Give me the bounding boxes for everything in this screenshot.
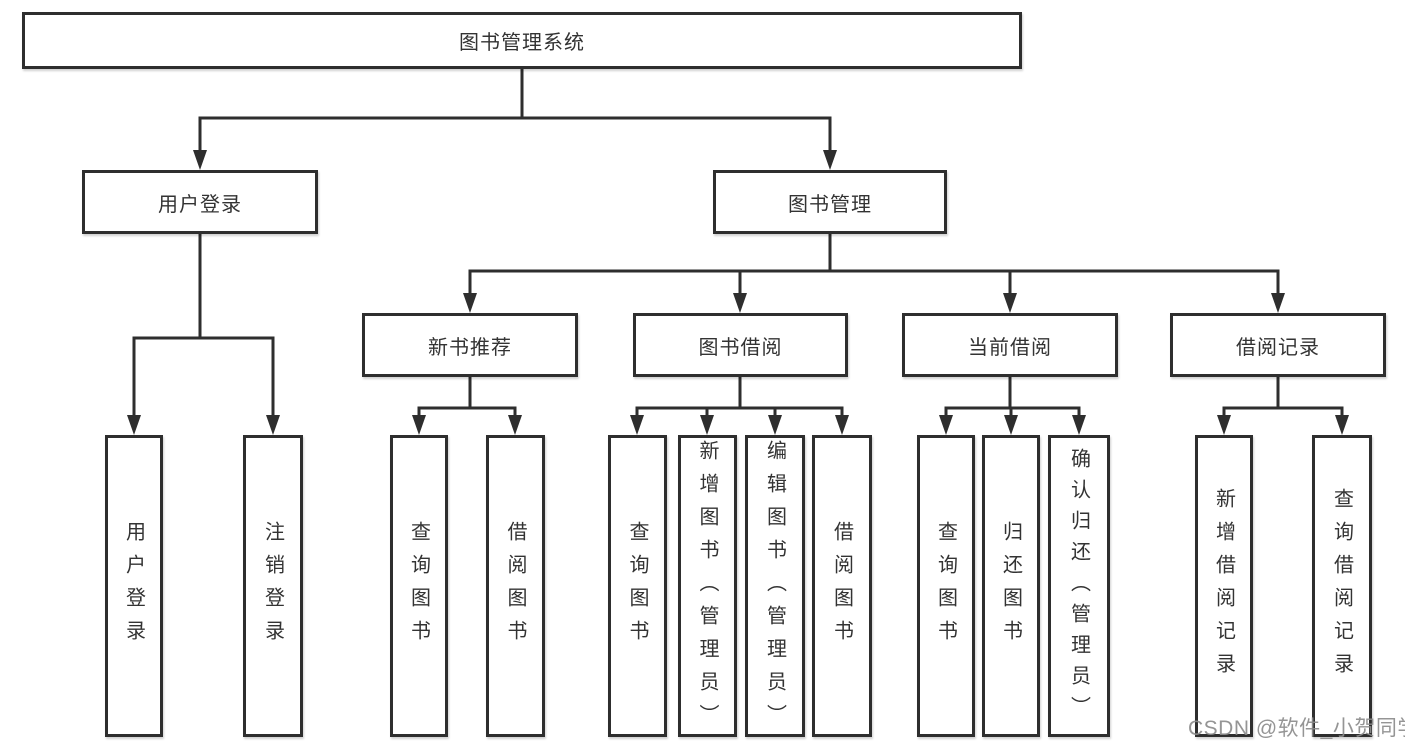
node-book-borrow: 图书借阅 bbox=[633, 313, 848, 377]
leaf-recommend-query-books: 查询图书 bbox=[390, 435, 448, 737]
node-current-borrow: 当前借阅 bbox=[902, 313, 1118, 377]
leaf-confirm-return-admin: 确认归还（管理员） bbox=[1048, 435, 1110, 737]
leaf-query-borrow-record: 查询借阅记录 bbox=[1312, 435, 1372, 737]
node-user-login-branch: 用户登录 bbox=[82, 170, 318, 234]
watermark: CSDN @软件_小贺同学 bbox=[1188, 717, 1405, 740]
node-borrow-records: 借阅记录 bbox=[1170, 313, 1386, 377]
leaf-add-book-admin: 新增图书（管理员） bbox=[678, 435, 737, 737]
leaf-borrow-query-books: 查询图书 bbox=[608, 435, 667, 737]
node-root: 图书管理系统 bbox=[22, 12, 1022, 69]
leaf-recommend-borrow-books: 借阅图书 bbox=[486, 435, 545, 737]
node-book-management-branch: 图书管理 bbox=[713, 170, 947, 234]
leaf-borrow-book: 借阅图书 bbox=[812, 435, 872, 737]
node-new-book-recommend: 新书推荐 bbox=[362, 313, 578, 377]
arrowheads bbox=[127, 150, 1349, 435]
leaf-current-query-books: 查询图书 bbox=[917, 435, 975, 737]
leaf-logout: 注销登录 bbox=[243, 435, 303, 737]
leaf-user-login: 用户登录 bbox=[105, 435, 163, 737]
leaf-add-borrow-record: 新增借阅记录 bbox=[1195, 435, 1253, 737]
leaf-return-book: 归还图书 bbox=[982, 435, 1040, 737]
leaf-edit-book-admin: 编辑图书（管理员） bbox=[745, 435, 805, 737]
